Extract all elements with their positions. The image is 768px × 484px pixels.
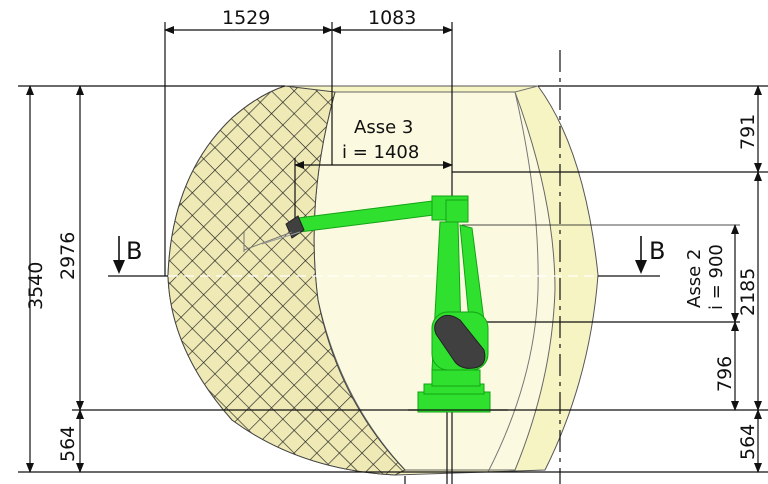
axis2-title: Asse 2 bbox=[684, 249, 705, 308]
robot-base bbox=[417, 391, 491, 413]
joint-housing bbox=[434, 314, 486, 369]
axis3-value: i = 1408 bbox=[342, 142, 419, 163]
axis3-title: Asse 3 bbox=[354, 117, 413, 138]
robot-arm bbox=[243, 195, 491, 413]
dim-top-left: 1529 bbox=[222, 7, 270, 29]
dim-right-lower: 796 bbox=[714, 356, 736, 392]
section-label-left: B bbox=[126, 237, 142, 265]
dim-top-right: 1083 bbox=[368, 7, 416, 29]
dim-left-outer: 3540 bbox=[25, 262, 47, 310]
dim-right-top: 791 bbox=[737, 114, 759, 150]
dim-right-bottom: 564 bbox=[737, 424, 759, 460]
axis2-value: i = 900 bbox=[706, 244, 727, 310]
section-marker-left bbox=[113, 236, 125, 274]
right-dimensions bbox=[731, 85, 762, 473]
section-label-right: B bbox=[649, 237, 665, 265]
left-dimensions bbox=[26, 85, 84, 473]
section-marker-right bbox=[635, 236, 647, 274]
dim-right-mid: 2185 bbox=[737, 268, 759, 316]
dim-left-inner: 2976 bbox=[57, 232, 79, 280]
work-envelope bbox=[167, 85, 599, 476]
dim-left-bottom: 564 bbox=[57, 426, 79, 462]
